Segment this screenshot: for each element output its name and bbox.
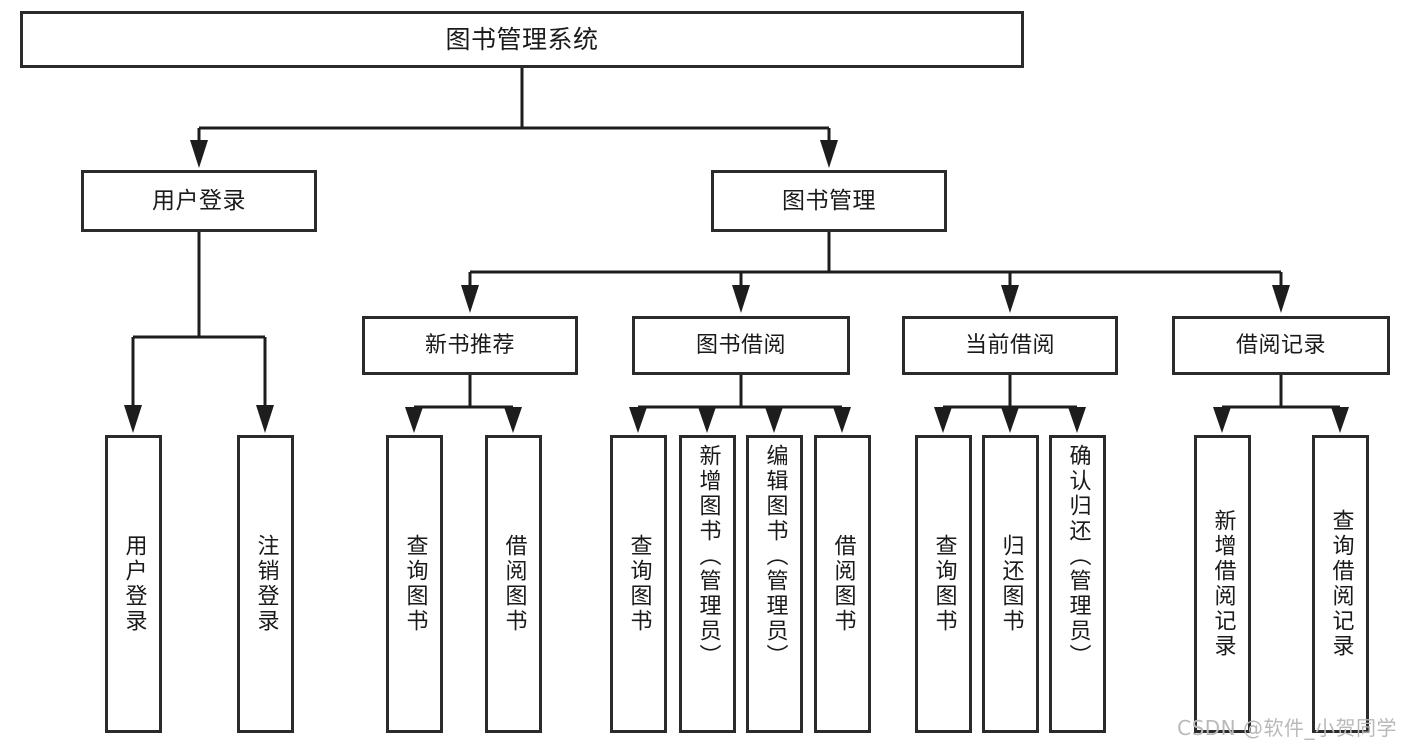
node-book-manage-label: 图书管理	[782, 187, 876, 214]
leaf-query-book-3-label: 查询图书	[931, 534, 957, 634]
leaf-query-book-2-label: 查询图书	[626, 534, 652, 634]
node-book-borrow-label: 图书借阅	[695, 332, 786, 358]
node-user-login[interactable]: 用户登录	[81, 170, 317, 232]
watermark: CSDN @软件_小贺同学	[1177, 716, 1397, 740]
leaf-logout-login-label: 注销登录	[253, 534, 279, 634]
arrow-leaf-add-book	[698, 407, 716, 433]
arrow-leaf-query-book-1	[405, 407, 423, 433]
arrow-leaf-query-book-2	[629, 407, 647, 433]
leaf-user-login[interactable]: 用户登录	[105, 435, 162, 733]
arrow-current-borrow	[1001, 285, 1019, 313]
node-book-borrow[interactable]: 图书借阅	[632, 316, 850, 375]
arrow-leaf-edit-book	[765, 407, 783, 433]
arrow-borrow-record	[1272, 285, 1290, 313]
leaf-borrow-book-2[interactable]: 借阅图书	[814, 435, 871, 733]
node-root-label: 图书管理系统	[445, 25, 599, 54]
arrow-leaf-user-login	[124, 405, 142, 433]
node-current-borrow[interactable]: 当前借阅	[902, 316, 1118, 375]
arrow-leaf-borrow-book-1	[504, 407, 522, 433]
arrow-user-login	[190, 140, 208, 168]
node-book-manage[interactable]: 图书管理	[711, 170, 947, 232]
arrow-leaf-return-book	[1001, 407, 1019, 433]
arrow-leaf-confirm-return	[1068, 407, 1086, 433]
node-user-login-label: 用户登录	[152, 187, 246, 214]
arrow-new-book-rec	[461, 285, 479, 313]
leaf-add-record-label: 新增借阅记录	[1210, 509, 1236, 659]
arrow-book-manage	[820, 140, 838, 168]
leaf-query-book-3[interactable]: 查询图书	[915, 435, 972, 733]
node-borrow-record-label: 借阅记录	[1235, 332, 1326, 358]
arrow-leaf-add-record	[1213, 407, 1231, 433]
arrow-book-borrow	[732, 285, 750, 313]
arrow-leaf-borrow-book-2	[833, 407, 851, 433]
node-current-borrow-label: 当前借阅	[964, 332, 1055, 358]
node-root[interactable]: 图书管理系统	[20, 11, 1024, 68]
leaf-confirm-return-label: 确认归还（管理员）	[1065, 444, 1091, 669]
leaf-borrow-book-2-label: 借阅图书	[830, 534, 856, 634]
leaf-query-book-1[interactable]: 查询图书	[386, 435, 443, 733]
leaf-query-record[interactable]: 查询借阅记录	[1312, 435, 1369, 733]
leaf-add-book[interactable]: 新增图书（管理员）	[679, 435, 736, 733]
node-new-book-rec[interactable]: 新书推荐	[362, 316, 578, 375]
arrow-leaf-query-record	[1331, 407, 1349, 433]
leaf-confirm-return[interactable]: 确认归还（管理员）	[1049, 435, 1106, 733]
leaf-borrow-book-1[interactable]: 借阅图书	[485, 435, 542, 733]
leaf-add-book-label: 新增图书（管理员）	[695, 444, 721, 669]
leaf-edit-book-label: 编辑图书（管理员）	[762, 444, 788, 669]
leaf-query-book-2[interactable]: 查询图书	[610, 435, 667, 733]
node-borrow-record[interactable]: 借阅记录	[1172, 316, 1390, 375]
leaf-logout-login[interactable]: 注销登录	[237, 435, 294, 733]
arrow-leaf-logout-login	[256, 405, 274, 433]
leaf-return-book-label: 归还图书	[998, 534, 1024, 634]
leaf-query-record-label: 查询借阅记录	[1328, 509, 1354, 659]
leaf-return-book[interactable]: 归还图书	[982, 435, 1039, 733]
leaf-add-record[interactable]: 新增借阅记录	[1194, 435, 1251, 733]
arrow-leaf-query-book-3	[934, 407, 952, 433]
leaf-user-login-label: 用户登录	[121, 534, 147, 634]
node-new-book-rec-label: 新书推荐	[424, 332, 515, 358]
leaf-query-book-1-label: 查询图书	[402, 534, 428, 634]
leaf-borrow-book-1-label: 借阅图书	[501, 534, 527, 634]
leaf-edit-book[interactable]: 编辑图书（管理员）	[746, 435, 803, 733]
